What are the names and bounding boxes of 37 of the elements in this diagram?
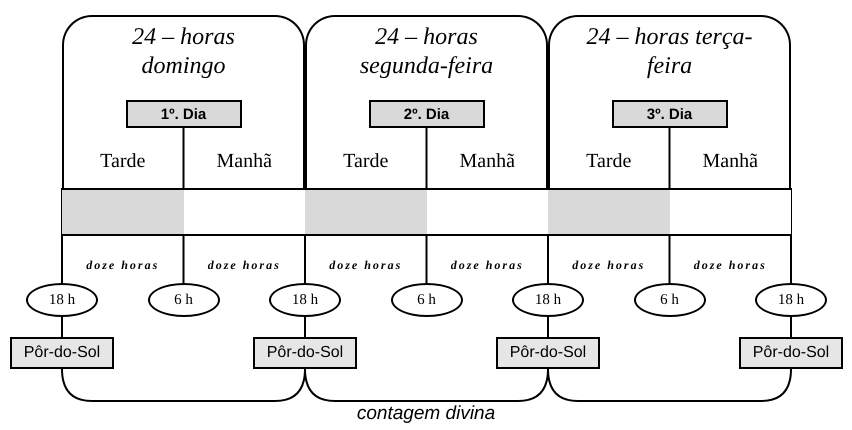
day-label-box: 1º. Dia (126, 100, 242, 128)
caption: contagem divina (356, 403, 496, 425)
hour-oval: 18 h (512, 283, 584, 317)
hour-oval: 18 h (755, 283, 827, 317)
duration-label: doze horas (692, 258, 768, 273)
period-label: Manhã (458, 150, 516, 173)
panel-title: 24 – horas segunda-feira (358, 23, 494, 81)
panel-title: 24 – horas terça-feira (586, 23, 754, 81)
day-label-box: 2º. Dia (368, 100, 484, 128)
sunset-box: Pôr-do-Sol (253, 337, 357, 369)
sunset-box: Pôr-do-Sol (496, 337, 600, 369)
panel-title: 24 – horas domingo (131, 23, 236, 81)
bracket-line (304, 368, 549, 402)
bracket-line (547, 368, 792, 402)
connector-line (790, 317, 792, 337)
period-label: Tarde (99, 150, 146, 173)
period-label: Tarde (585, 150, 632, 173)
period-label: Manhã (701, 150, 760, 173)
duration-label: doze horas (571, 258, 646, 273)
duration-label: doze horas (450, 258, 525, 273)
bracket-line (61, 368, 306, 402)
sunset-box: Pôr-do-Sol (10, 337, 114, 369)
hour-oval: 6 h (390, 283, 462, 317)
connector-line (304, 317, 306, 337)
period-label: Tarde (342, 150, 390, 173)
duration-label: doze horas (85, 258, 160, 273)
duration-label: doze horas (328, 258, 404, 273)
sunset-box: Pôr-do-Sol (739, 337, 843, 369)
connector-line (547, 317, 549, 337)
hour-oval: 6 h (634, 283, 706, 317)
period-label: Manhã (215, 150, 274, 173)
day-label-box: 3º. Dia (612, 100, 728, 128)
hour-oval: 18 h (269, 283, 341, 317)
duration-label: doze horas (206, 258, 282, 273)
connector-line (61, 317, 63, 337)
hour-oval: 6 h (148, 283, 220, 317)
hour-oval: 18 h (26, 283, 98, 317)
